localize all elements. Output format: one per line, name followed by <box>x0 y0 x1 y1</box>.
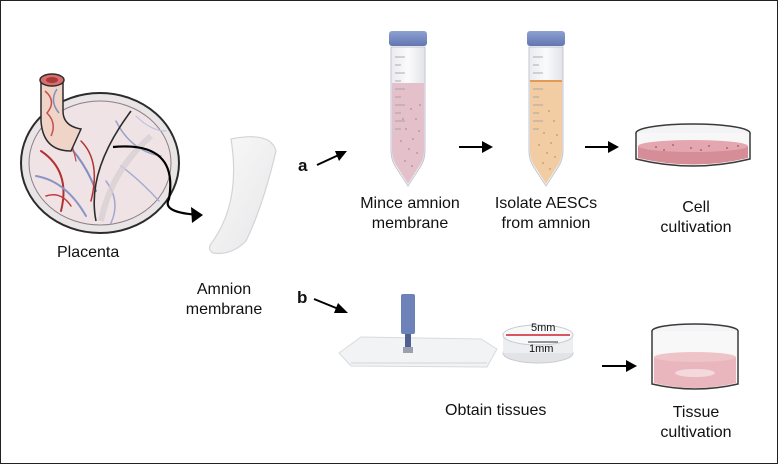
placenta-illustration <box>20 73 180 234</box>
label-isolate-line1: Isolate AESCs <box>494 195 598 212</box>
label-placenta: Placenta <box>57 244 120 261</box>
label-amnion-line2: membrane <box>185 301 263 318</box>
step-label-a: a <box>298 156 308 175</box>
arrow-step-b <box>313 298 348 313</box>
label-tissue-cultivation: Tissue cultivation <box>641 403 751 443</box>
label-cell-line1: Cell <box>682 199 710 216</box>
label-cell-cultivation: Cell cultivation <box>641 198 751 238</box>
petri-dish-tissue <box>651 323 739 390</box>
label-cell-line2: cultivation <box>660 219 732 236</box>
tube-isolate <box>527 31 565 187</box>
label-isolate-line2: from amnion <box>501 215 591 232</box>
dimension-1mm: 1mm <box>529 343 554 355</box>
label-isolate: Isolate AESCs from amnion <box>480 194 612 234</box>
label-obtain-tissues: Obtain tissues <box>445 402 547 419</box>
arrow-isolate-to-cell <box>585 141 619 153</box>
arrow-mince-to-isolate <box>459 141 493 153</box>
arrow-placenta-to-amnion <box>112 145 203 223</box>
step-label-b: b <box>297 288 308 307</box>
arrow-step-a <box>316 151 347 166</box>
label-amnion-line1: Amnion <box>196 281 252 298</box>
label-tissue-line2: cultivation <box>660 424 732 441</box>
label-mince-line2: membrane <box>371 215 449 232</box>
tube-mince <box>389 31 427 187</box>
tissue-disc <box>502 324 574 364</box>
petri-dish-cell <box>635 123 751 167</box>
arrow-tissue-to-cultivation <box>602 360 637 372</box>
label-mince: Mince amnion membrane <box>345 194 475 234</box>
dimension-5mm: 5mm <box>531 322 556 334</box>
amnion-membrane-shape <box>208 136 277 255</box>
label-mince-line1: Mince amnion <box>360 195 460 212</box>
biopsy-punch-on-membrane <box>338 294 498 368</box>
label-amnion-membrane: Amnion membrane <box>179 280 269 320</box>
label-tissue-line1: Tissue <box>672 404 720 421</box>
